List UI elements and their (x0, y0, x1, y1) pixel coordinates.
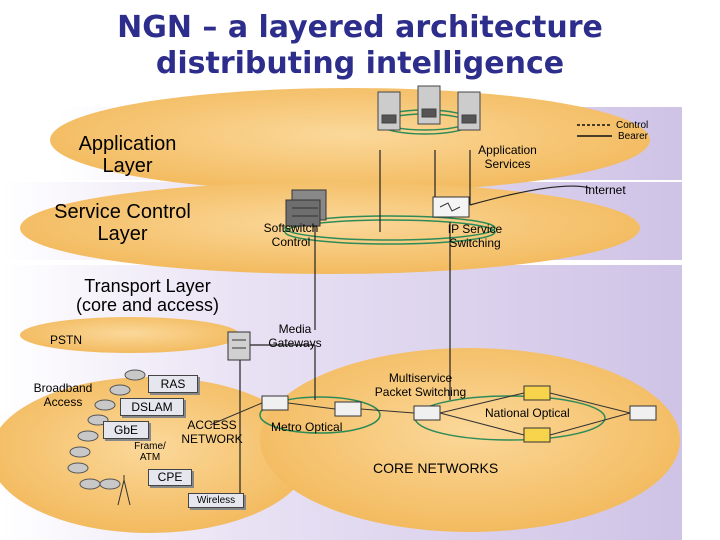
service-control-line1: Service Control (54, 201, 191, 223)
internet-label: Internet (585, 183, 626, 197)
core-ellipse (260, 348, 680, 532)
broadband-line2: Access (43, 395, 83, 409)
access-network-label: ACCESS NETWORK (180, 418, 244, 446)
access-network-line1: ACCESS (187, 418, 237, 432)
media-gateways-line2: Gateways (268, 336, 322, 350)
softswitch-label: Softswitch Control (258, 221, 324, 249)
ip-switch-icon (432, 196, 470, 218)
access-network-line2: NETWORK (181, 432, 243, 446)
ip-service-label: IP Service Switching (440, 222, 510, 250)
frame-atm-line1: Frame/ (134, 441, 166, 452)
transport-line1: Transport Layer (84, 276, 211, 296)
page-title: NGN – a layered architecture (117, 10, 603, 45)
service-control-ellipse (20, 182, 640, 274)
softswitch-rack-icon (285, 189, 327, 227)
frame-atm-line2: ATM (139, 452, 161, 463)
application-services-line2: Services (484, 157, 531, 171)
cpe-box: CPE (148, 469, 192, 486)
multiservice-line1: Multiservice (388, 371, 453, 385)
transport-layer-title: Transport Layer (core and access) (55, 277, 240, 315)
national-optical-label: National Optical (485, 406, 570, 420)
wireless-tower-icon (117, 475, 131, 506)
application-services-label: Application Services (470, 143, 545, 171)
vertical-links (239, 150, 471, 500)
media-gateways-label: Media Gateways (262, 322, 328, 350)
application-layer-line1: Application (78, 133, 177, 155)
core-networks-label: CORE NETWORKS (373, 460, 499, 476)
application-layer-ellipse (50, 88, 650, 192)
page-subtitle: distributing intelligence (155, 46, 565, 81)
metro-optical-label: Metro Optical (271, 420, 343, 434)
wireless-box: Wireless (188, 493, 244, 508)
legend-control-label: Control (616, 120, 649, 131)
multiservice-line2: Packet Switching (374, 385, 467, 399)
broadband-access-label: Broadband Access (28, 381, 98, 409)
server-icons (377, 85, 481, 131)
application-layer-line2: Layer (102, 155, 153, 177)
frame-atm-label: Frame/ ATM (128, 441, 172, 463)
pstn-ellipse (20, 317, 240, 353)
service-control-line2: Layer (97, 223, 148, 245)
multiservice-label: Multiservice Packet Switching (368, 371, 473, 399)
application-services-line1: Application (478, 143, 537, 157)
dslam-box: DSLAM (120, 398, 184, 416)
softswitch-line1: Softswitch (263, 221, 319, 235)
ip-service-line1: IP Service (447, 222, 503, 236)
legend-bearer-label: Bearer (618, 131, 649, 142)
pstn-label: PSTN (50, 333, 83, 347)
ip-service-line2: Switching (449, 236, 501, 250)
ras-box: RAS (148, 375, 198, 393)
broadband-line1: Broadband (33, 381, 93, 395)
access-device-icons (67, 369, 146, 490)
media-gateways-line1: Media (278, 322, 312, 336)
gbe-box: GbE (103, 421, 149, 439)
core-links (209, 392, 631, 436)
softswitch-line2: Control (271, 235, 311, 249)
application-layer-title: Application Layer (55, 133, 200, 177)
service-control-layer-title: Service Control Layer (40, 201, 205, 245)
transport-line2: (core and access) (75, 295, 220, 315)
media-gateway-icon (227, 331, 251, 361)
